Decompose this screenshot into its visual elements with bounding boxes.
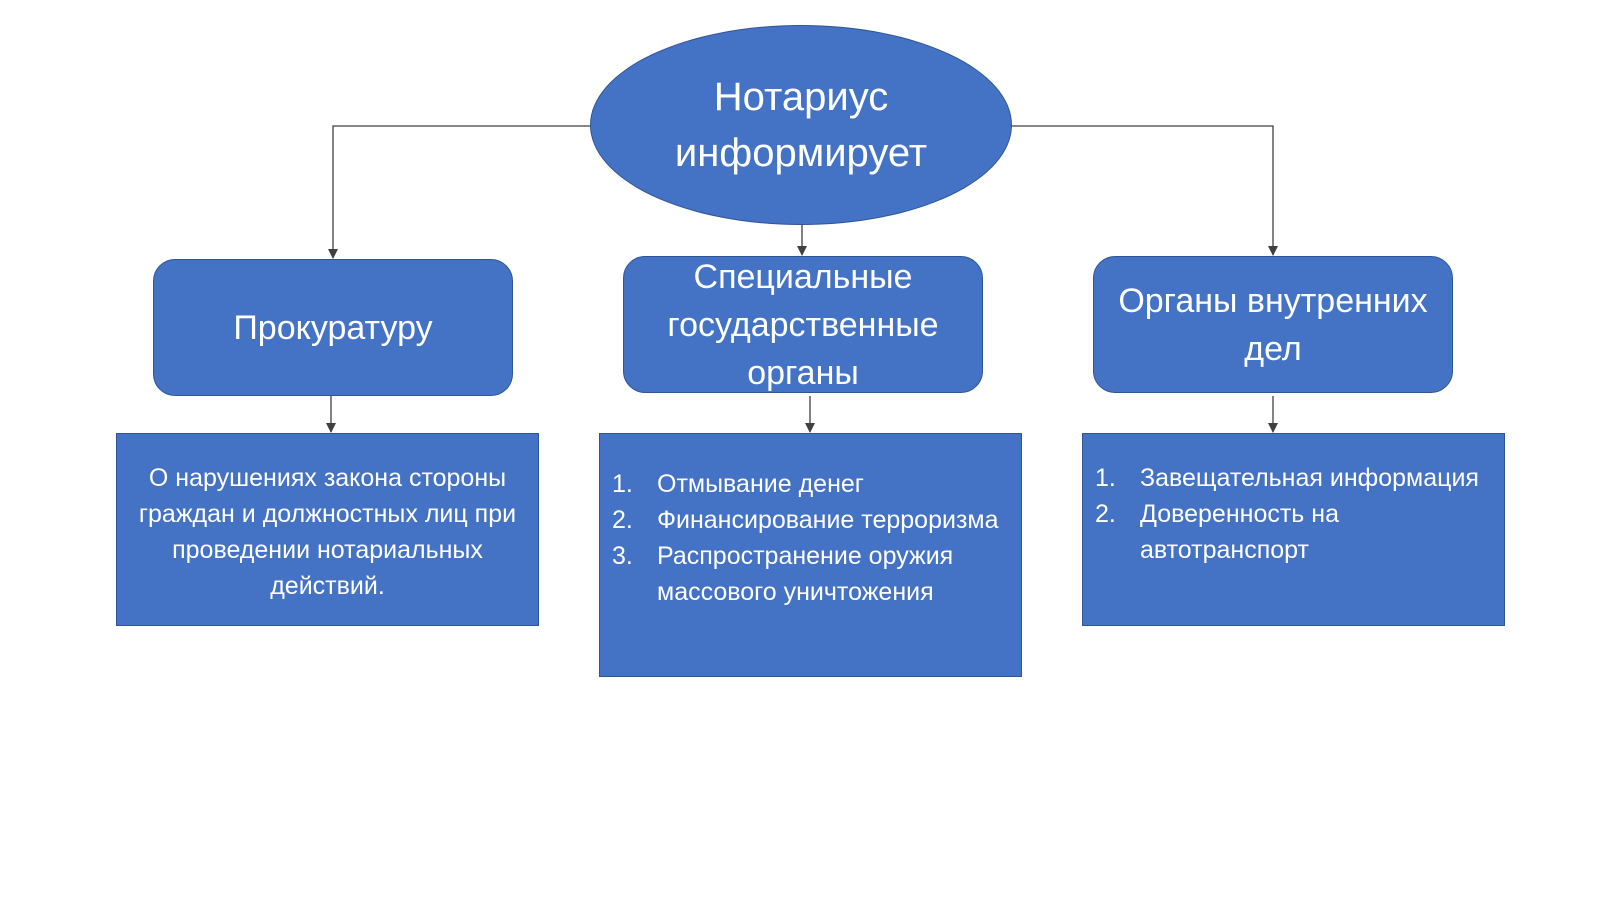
list-item-number: 2. [1095,500,1116,528]
branch-node-label: Специальные государственные органы [667,257,939,392]
list-item-text: Доверенность на автотранспорт [1140,500,1339,564]
list-item-number: 2. [612,506,633,534]
list-item-number: 1. [1095,464,1116,492]
list-item: 2. Доверенность на автотранспорт [1095,496,1490,568]
list-item-text: Отмывание денег [657,470,864,498]
connector-root-to-internal-affairs [1012,125,1278,256]
root-node-ellipse: Нотариус информирует [590,25,1012,225]
list-item-number: 3. [612,542,633,570]
branch-node-label: Прокуратуру [233,308,433,347]
connector-root-to-prokuratura [328,125,590,259]
list-item-text: Распространение оружия массового уничтож… [657,542,954,606]
detail-text: О нарушениях закона стороны граждан и до… [138,464,517,600]
list-item: 3. Распространение оружия массового унич… [612,538,1007,610]
branch-node-special-organs: Специальные государственные органы [623,256,983,393]
list-item-text: Завещательная информация [1140,464,1479,492]
detail-box-internal-affairs: 1. Завещательная информация 2. Доверенно… [1082,433,1505,626]
list-item: 2. Финансирование терроризма [612,502,1007,538]
root-node-label: Нотариус информирует [674,75,928,175]
list-item-text: Финансирование терроризма [657,506,999,534]
branch-node-label: Органы внутренних дел [1118,281,1428,368]
list-item-number: 1. [612,470,633,498]
detail-box-prokuratura: О нарушениях закона стороны граждан и до… [116,433,539,626]
branch-node-internal-affairs: Органы внутренних дел [1093,256,1453,393]
detail-box-special-organs: 1. Отмывание денег 2. Финансирование тер… [599,433,1022,677]
detail-numbered-list: 1. Завещательная информация 2. Доверенно… [1095,460,1490,568]
branch-node-prokuratura: Прокуратуру [153,259,513,396]
list-item: 1. Завещательная информация [1095,460,1490,496]
list-item: 1. Отмывание денег [612,466,1007,502]
detail-numbered-list: 1. Отмывание денег 2. Финансирование тер… [612,466,1007,610]
